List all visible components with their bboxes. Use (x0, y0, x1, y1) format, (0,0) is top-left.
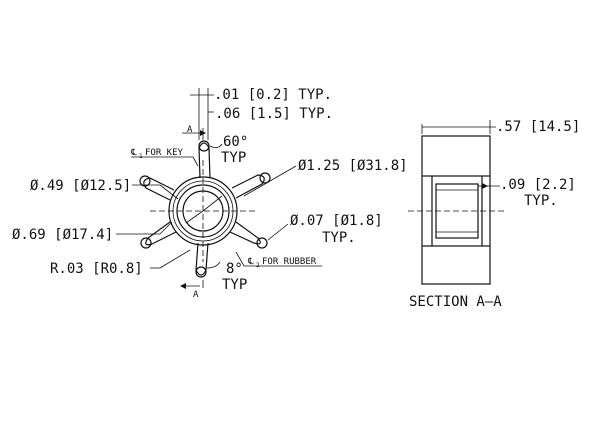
dim-angle-8: 8° (226, 261, 243, 277)
key-centerline-sub: 1 (139, 153, 143, 160)
dim-section-width: .57 [14.5] (496, 119, 580, 135)
section-view: .57 [14.5] .09 [2.2] TYP. SECTION A–A (408, 119, 580, 310)
front-leaders (116, 88, 322, 269)
dim-dia-007-typ: TYP. (322, 230, 356, 246)
key-centerline-symbol: ℄ (130, 148, 137, 158)
rubber-centerline-symbol: ℄ (247, 257, 254, 267)
dim-dia-049: Ø.49 [Ø12.5] (30, 178, 131, 194)
dim-angle-60-typ: TYP (221, 150, 246, 166)
section-cut-line (180, 128, 206, 289)
rubber-centerline-label: FOR RUBBER (262, 257, 317, 267)
section-title: SECTION A–A (409, 294, 502, 310)
front-view: A A (12, 87, 408, 300)
cut-label-top: A (187, 125, 193, 135)
dim-wall-typ: TYP. (524, 193, 558, 209)
dim-dia-125: Ø1.25 [Ø31.8] (298, 158, 408, 174)
dim-radius-003: R.03 [R0.8] (50, 261, 143, 277)
dim-dia-007: Ø.07 [Ø1.8] (290, 213, 383, 229)
key-centerline-label: FOR KEY (145, 148, 184, 158)
rubber-centerline-sub: 2 (256, 262, 260, 269)
rubber-section (421, 135, 491, 285)
cut-label-bottom: A (193, 290, 199, 300)
impeller-blades (139, 140, 271, 278)
dim-angle-8-typ: TYP (222, 277, 247, 293)
dim-dia-069: Ø.69 [Ø17.4] (12, 227, 113, 243)
dim-wall-thickness: .09 [2.2] (500, 177, 576, 193)
dim-thickness-01: .01 [0.2] TYP. (214, 87, 332, 103)
dim-angle-60: 60° (223, 134, 248, 150)
dim-thickness-06: .06 [1.5] TYP. (215, 106, 333, 122)
